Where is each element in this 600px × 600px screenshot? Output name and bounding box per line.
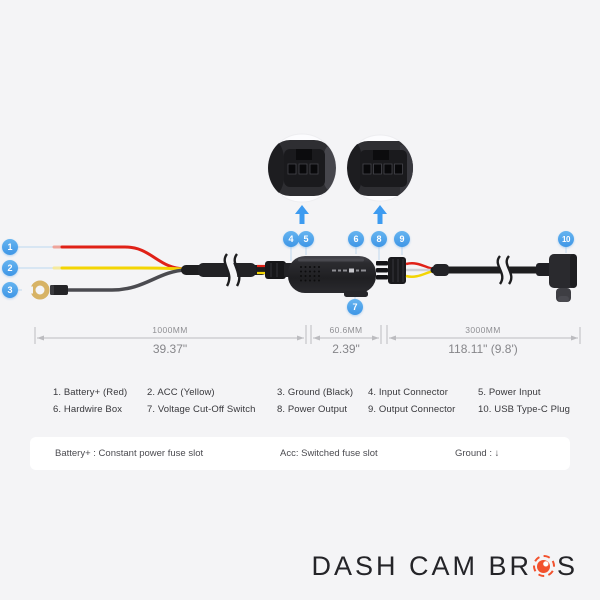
legend-item-power-input: 5. Power Input xyxy=(478,387,541,398)
legend-item-battery: 1. Battery+ (Red) xyxy=(53,387,128,398)
output-connector xyxy=(388,257,406,284)
arrow-up-icon xyxy=(295,205,309,224)
voltage-cutoff-switch xyxy=(344,291,368,297)
legend-item-output-connector: 9. Output Connector xyxy=(368,404,456,415)
input-cable xyxy=(181,251,267,288)
parts-legend: 1. Battery+ (Red) 2. ACC (Yellow) 3. Gro… xyxy=(53,387,580,415)
battery-wire-red xyxy=(52,245,188,271)
dimension-mm-label: 1000MM xyxy=(152,325,187,335)
dimension-inch-label: 118.11" (9.8') xyxy=(448,342,517,356)
legend-item-ground: 3. Ground (Black) xyxy=(277,387,354,398)
brand-logo: DASH CAM BR S xyxy=(311,551,578,581)
acc-wire-yellow xyxy=(52,266,188,271)
camera-lens-icon xyxy=(532,555,555,577)
dimension-inch-label: 2.39" xyxy=(332,342,360,356)
callout-marker-6: 6 xyxy=(348,231,364,247)
legend-item-cutoff-switch: 7. Voltage Cut-Off Switch xyxy=(147,404,256,415)
dimension-lines xyxy=(34,325,581,344)
callout-marker-8: 8 xyxy=(371,231,387,247)
legend-item-acc: 2. ACC (Yellow) xyxy=(147,387,215,398)
ground-wire-black xyxy=(62,268,188,292)
callout-marker-2: 2 xyxy=(2,260,18,276)
box-print xyxy=(332,268,366,273)
dimension-mm-label: 3000MM xyxy=(465,325,500,335)
callout-marker-1: 1 xyxy=(2,239,18,255)
brand-logo-text-left: DASH CAM BR xyxy=(311,550,532,581)
callout-marker-3: 3 xyxy=(2,282,18,298)
input-connector-closeup xyxy=(267,133,337,203)
note-battery: Battery+ : Constant power fuse slot xyxy=(55,448,204,459)
power-output-pins xyxy=(376,261,388,280)
callout-marker-7: 7 xyxy=(347,299,363,315)
callout-marker-9: 9 xyxy=(394,231,410,247)
box-grille xyxy=(300,266,320,282)
dimension-inch-label: 39.37" xyxy=(153,342,187,356)
output-cable xyxy=(405,253,549,287)
callout-marker-10: 10 xyxy=(558,231,574,247)
legend-item-usb-plug: 10. USB Type-C Plug xyxy=(478,404,571,415)
dimension-arrowheads xyxy=(37,335,578,341)
output-connector-closeup xyxy=(346,134,414,202)
callout-marker-4: 4 xyxy=(283,231,299,247)
note-ground: Ground : ↓ xyxy=(455,448,500,459)
brand-logo-text-right: S xyxy=(556,550,578,581)
legend-item-power-output: 8. Power Output xyxy=(277,404,348,415)
ring-terminal xyxy=(22,280,68,300)
usb-type-c-plug xyxy=(536,254,577,302)
dimension-mm-label: 60.6MM xyxy=(329,325,362,335)
legend-item-input-connector: 4. Input Connector xyxy=(368,387,448,398)
arrow-up-icon xyxy=(373,205,387,224)
wiring-diagram-canvas: 1000MM 60.6MM 3000MM 39.37" 2.39" 118.11… xyxy=(18,133,581,356)
legend-item-hardwire-box: 6. Hardwire Box xyxy=(53,404,123,415)
note-acc: Acc: Switched fuse slot xyxy=(280,448,378,459)
hardwire-box xyxy=(288,256,376,297)
fuse-notes-bar: Battery+ : Constant power fuse slot Acc:… xyxy=(30,437,570,470)
callout-marker-5: 5 xyxy=(298,231,314,247)
